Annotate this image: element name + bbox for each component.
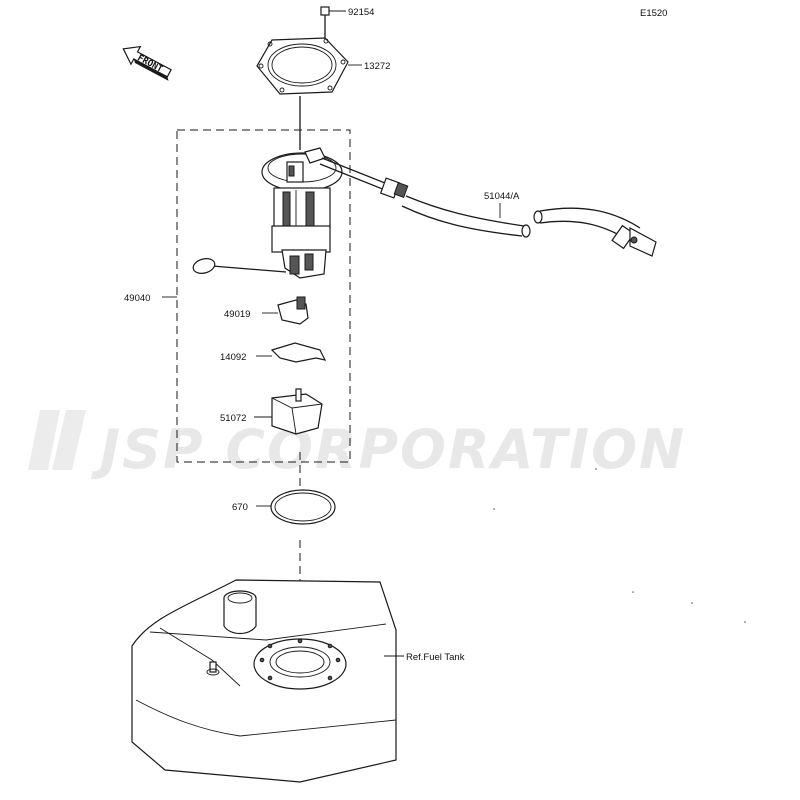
front-arrow: FRONT bbox=[122, 45, 172, 81]
holder: 14092 bbox=[220, 342, 327, 363]
label-gauge: 49019 bbox=[224, 309, 250, 320]
label-filter: 51072 bbox=[220, 413, 246, 424]
watermark: JSP CORPORATION bbox=[28, 410, 686, 481]
fuel-filter: 51072 bbox=[220, 388, 323, 435]
fuel-hose: 51044/A bbox=[379, 177, 657, 257]
specks bbox=[493, 468, 746, 623]
label-pump-assy: 49040 bbox=[124, 293, 150, 304]
o-ring: 670 bbox=[232, 489, 336, 525]
label-holder: 14092 bbox=[220, 352, 246, 363]
label-fuel-tank: Ref.Fuel Tank bbox=[406, 652, 465, 663]
watermark-text: JSP CORPORATION bbox=[91, 418, 686, 481]
label-o-ring: 670 bbox=[232, 502, 248, 513]
diagram-code: E1520 bbox=[640, 8, 667, 19]
bolt: 92154 bbox=[320, 6, 374, 38]
gauge-sender: 49019 bbox=[224, 296, 309, 325]
fuel-pump bbox=[192, 147, 386, 279]
gasket-plate: 13272 bbox=[256, 37, 390, 95]
label-hose: 51044/A bbox=[484, 191, 520, 202]
label-bolt: 92154 bbox=[348, 7, 374, 18]
fuel-tank: Ref.Fuel Tank bbox=[131, 579, 465, 783]
front-label: FRONT bbox=[135, 53, 164, 75]
pump-assy-box: 49040 bbox=[124, 129, 351, 463]
label-gasket-plate: 13272 bbox=[364, 61, 390, 72]
